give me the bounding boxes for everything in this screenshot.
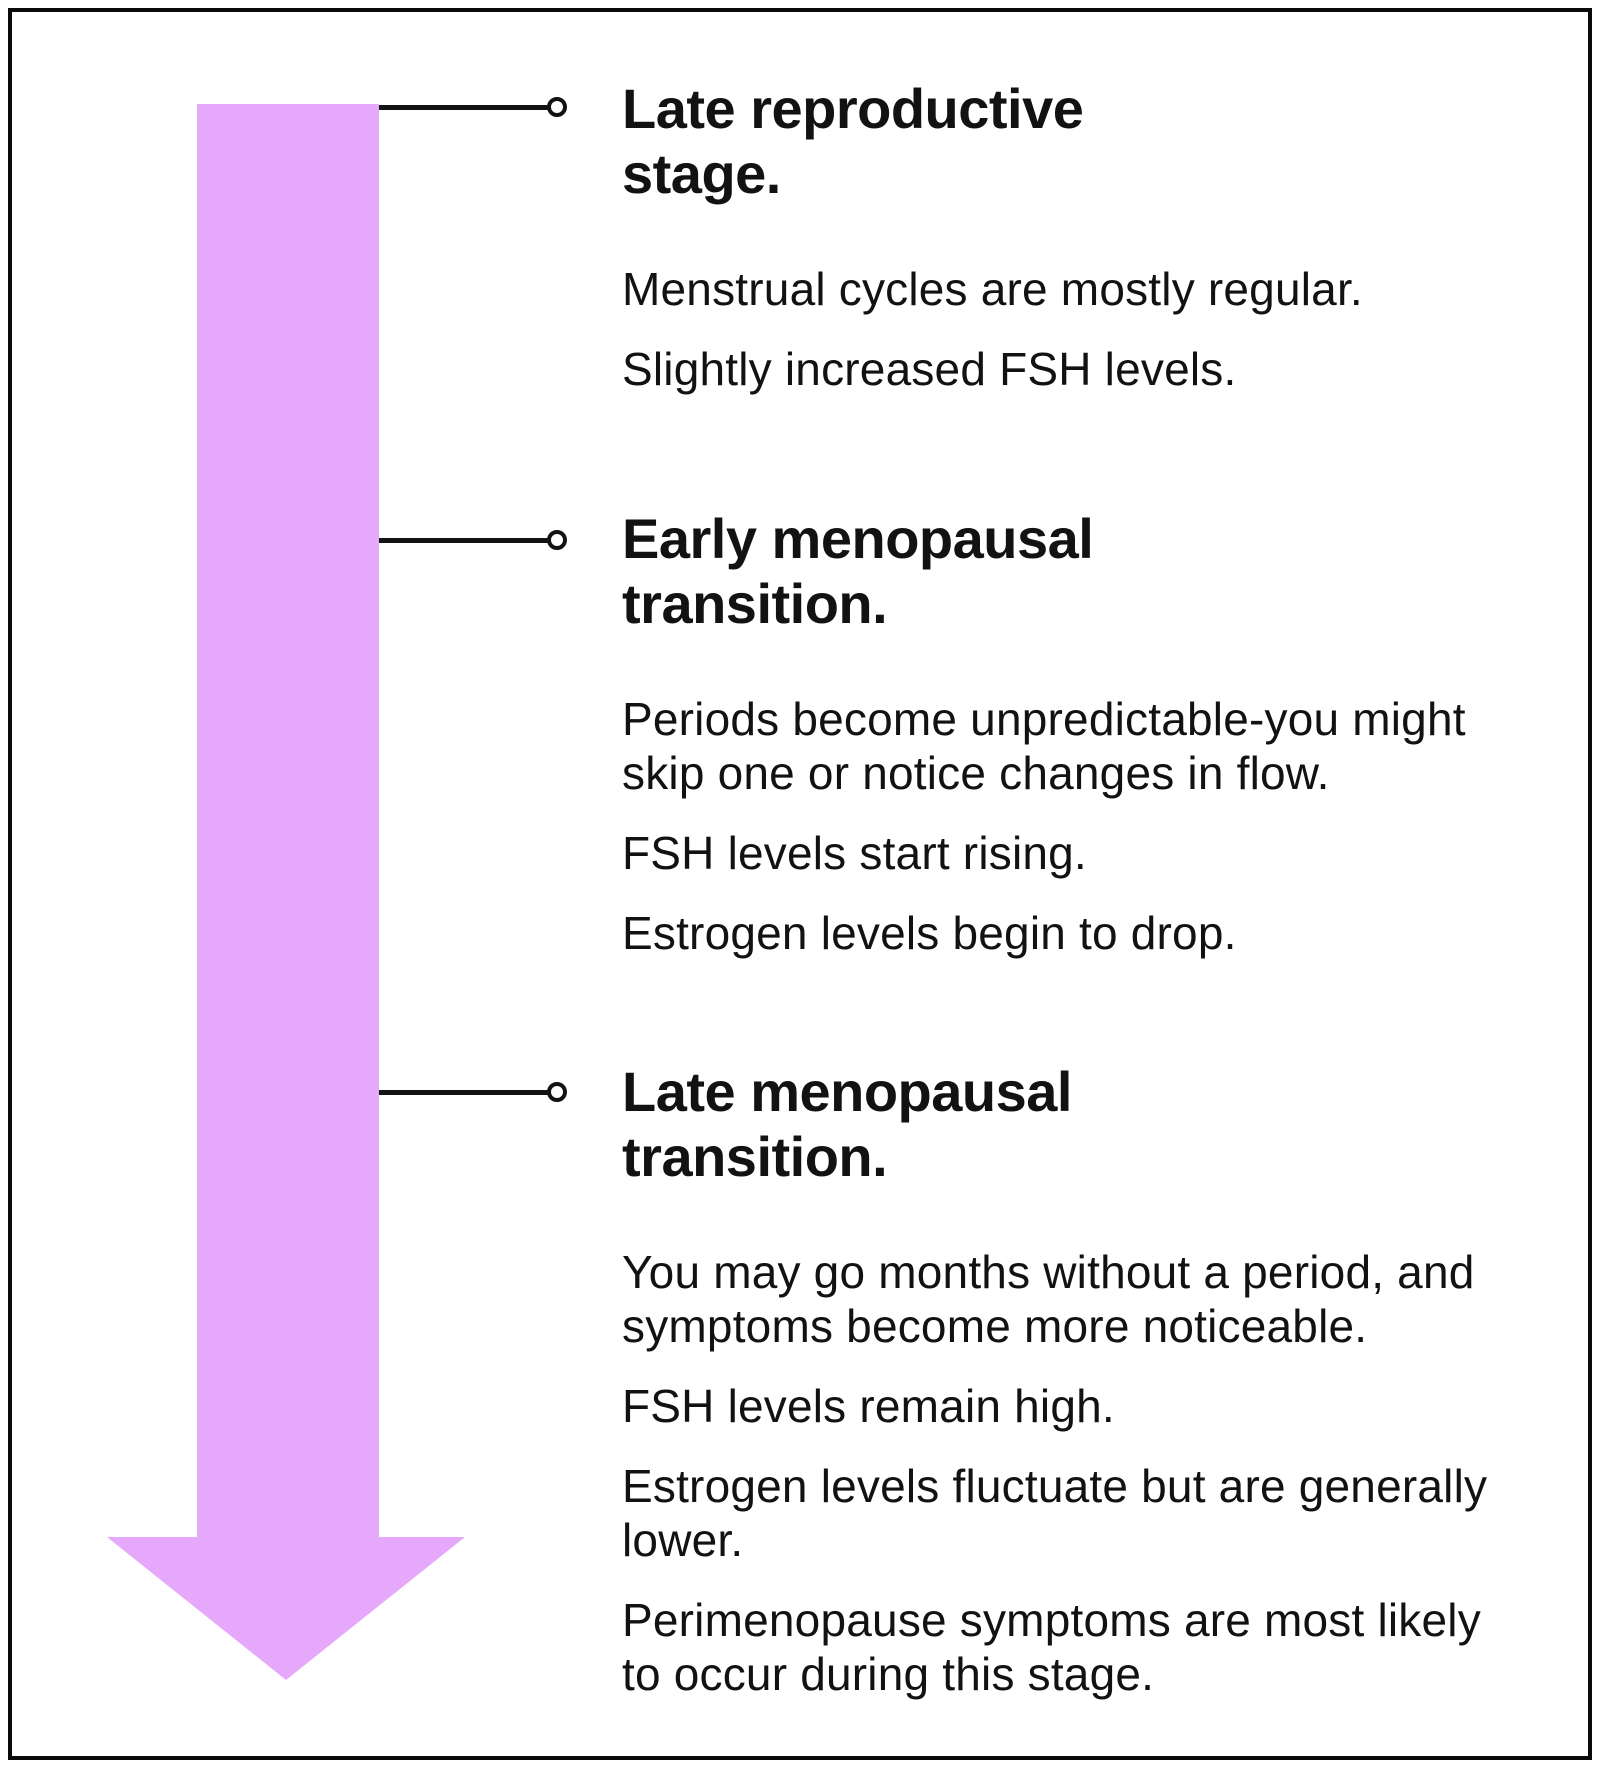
text-line: Menstrual cycles are mostly regular.: [622, 263, 1363, 315]
text-line: FSH levels start rising.: [622, 827, 1087, 879]
text-line: skip one or notice changes in flow.: [622, 747, 1330, 799]
text-line: Late reproductive: [622, 77, 1084, 140]
text-line: transition.: [622, 572, 888, 635]
text-line: stage.: [622, 142, 781, 205]
text-line: lower.: [622, 1514, 744, 1566]
text-line: Late menopausal: [622, 1060, 1072, 1123]
text-line: Slightly increased FSH levels.: [622, 343, 1237, 395]
connector-line: [379, 105, 549, 110]
text-line: to occur during this stage.: [622, 1648, 1155, 1700]
arrow-down-icon: [107, 1537, 465, 1680]
connector-line: [379, 538, 549, 543]
timeline-arrow-shaft: [197, 104, 379, 1537]
stage-paragraph: FSH levels start rising.: [622, 826, 1582, 880]
stage-paragraph: FSH levels remain high.: [622, 1379, 1582, 1433]
circle-marker-icon: [547, 1082, 567, 1102]
text-line: Estrogen levels fluctuate but are genera…: [622, 1460, 1488, 1512]
text-line: transition.: [622, 1125, 888, 1188]
stage-paragraph: Estrogen levels fluctuate but are genera…: [622, 1459, 1582, 1567]
circle-marker-icon: [547, 97, 567, 117]
text-line: You may go months without a period, and: [622, 1246, 1475, 1298]
circle-marker-icon: [547, 530, 567, 550]
stage-paragraph: Menstrual cycles are mostly regular.: [622, 262, 1582, 316]
connector-line: [379, 1090, 549, 1095]
text-line: Perimenopause symptoms are most likely: [622, 1594, 1481, 1646]
stage-paragraph: Estrogen levels begin to drop.: [622, 906, 1582, 960]
text-line: symptoms become more noticeable.: [622, 1300, 1368, 1352]
stage-paragraph: Slightly increased FSH levels.: [622, 342, 1582, 396]
text-line: Early menopausal: [622, 507, 1094, 570]
text-line: Estrogen levels begin to drop.: [622, 907, 1237, 959]
text-line: Periods become unpredictable-you might: [622, 693, 1466, 745]
stage-body: Menstrual cycles are mostly regular. Slig…: [622, 262, 1582, 396]
text-line: FSH levels remain high.: [622, 1380, 1115, 1432]
